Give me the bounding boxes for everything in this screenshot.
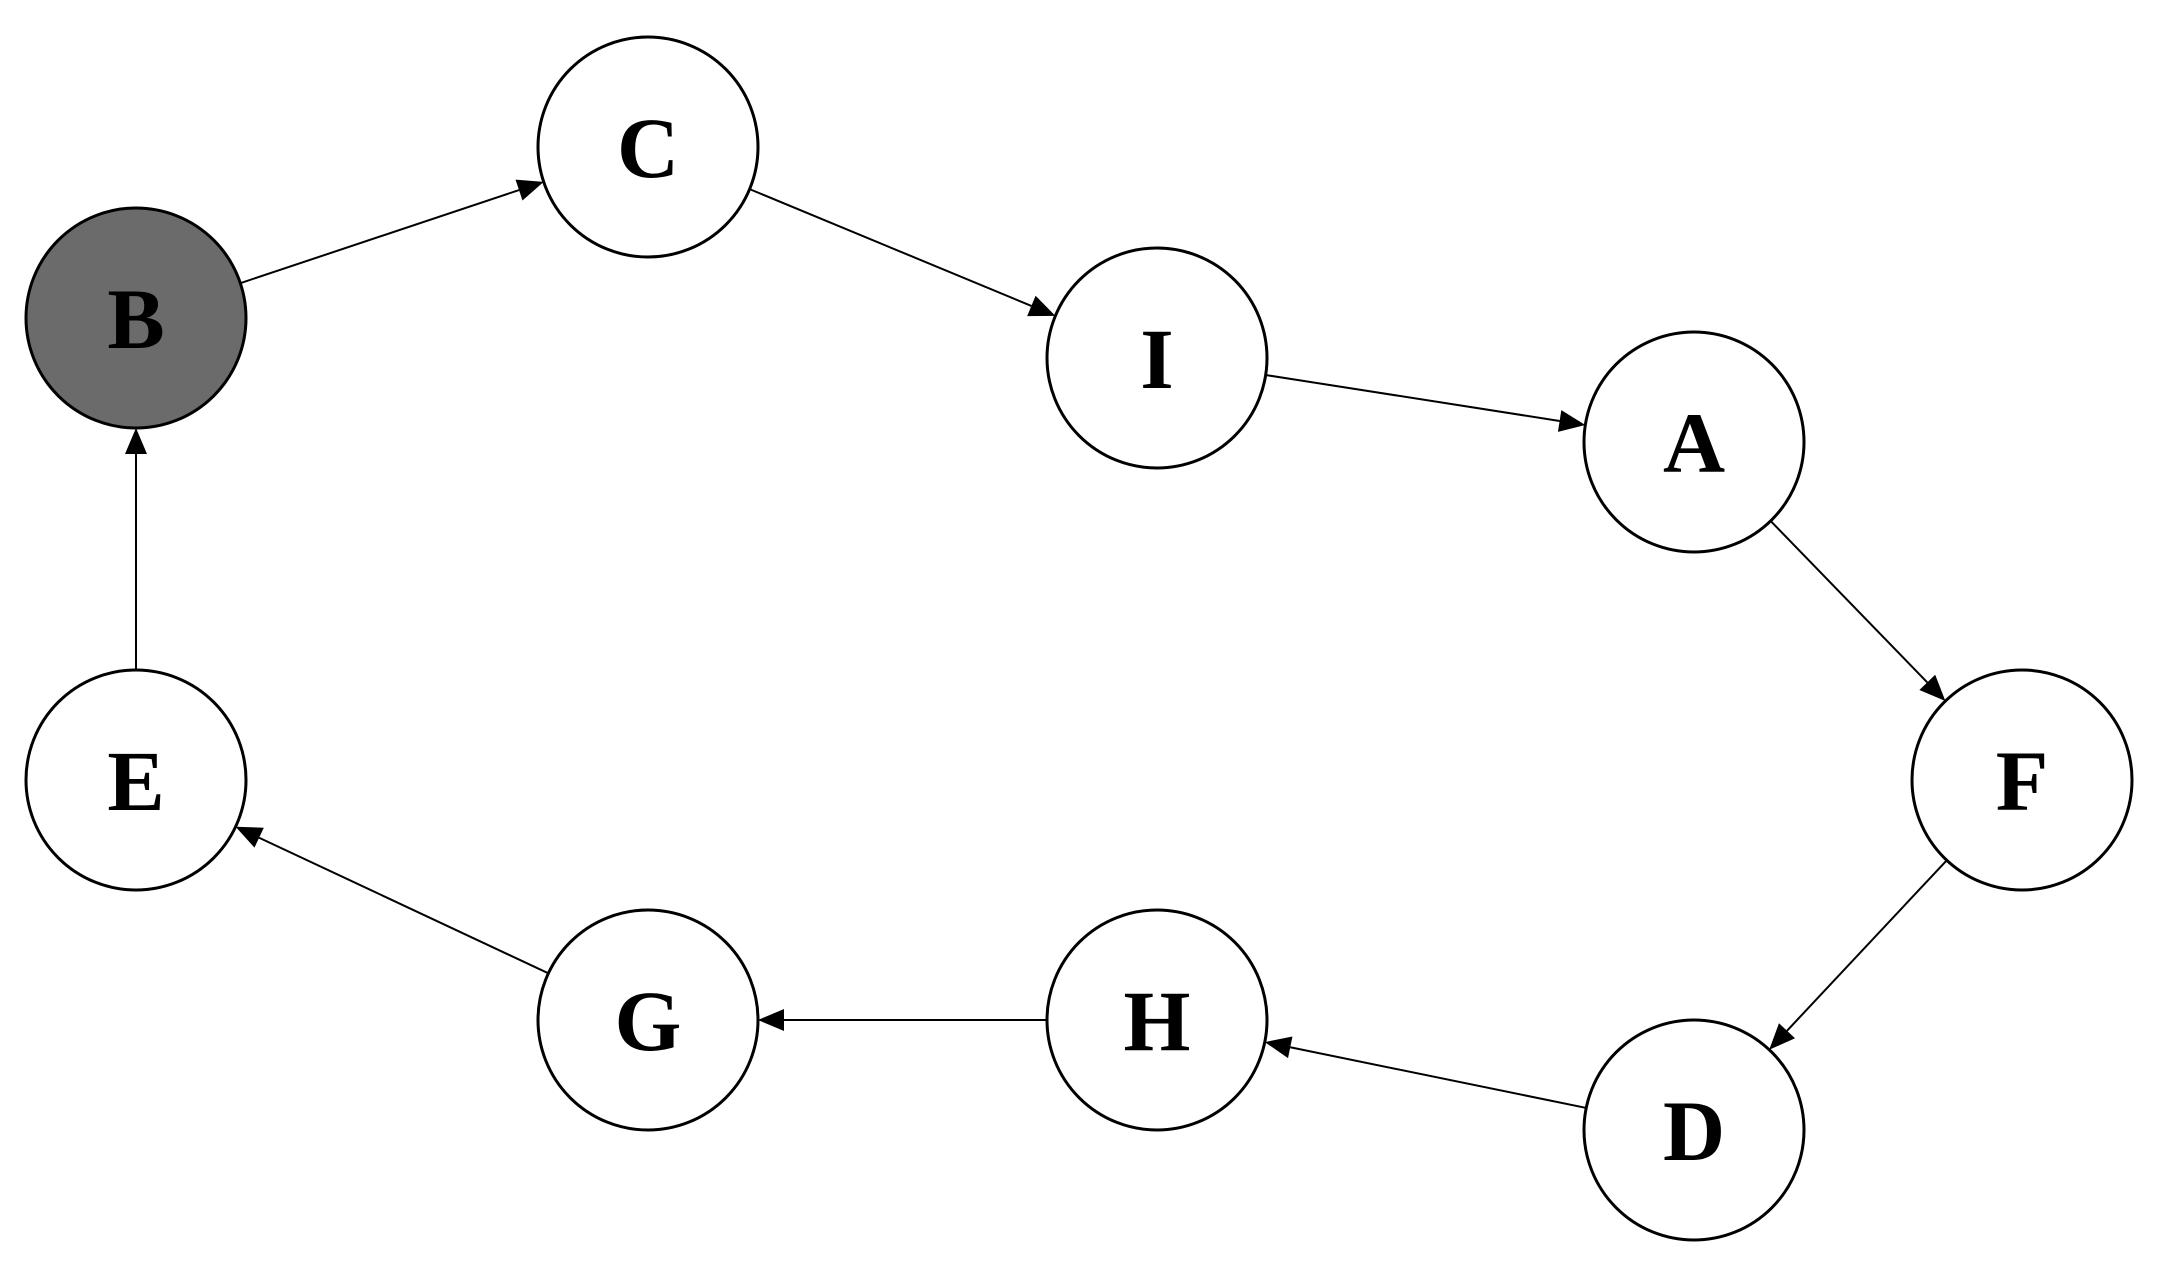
edge-a-to-f — [1769, 520, 1946, 702]
node-label: E — [107, 733, 164, 829]
edge-line — [1265, 374, 1560, 422]
edge-line — [1769, 520, 1929, 684]
node-circle — [536, 908, 760, 1132]
edges-layer — [125, 179, 1948, 1109]
arrowhead — [1769, 1023, 1796, 1050]
node-circle — [1910, 668, 2134, 892]
node-label: I — [1140, 311, 1173, 407]
arrowhead — [1919, 674, 1946, 702]
arrowhead — [1264, 1036, 1293, 1059]
node-e: E — [24, 668, 248, 892]
edge-f-to-d — [1769, 859, 1948, 1050]
node-circle — [1582, 1018, 1806, 1242]
node-d: D — [1582, 1018, 1806, 1242]
node-a: A — [1582, 330, 1806, 554]
arrowhead — [758, 1009, 784, 1031]
arrowhead — [515, 179, 544, 201]
edge-line — [1290, 1046, 1587, 1109]
node-c: C — [536, 35, 760, 259]
edge-line — [1786, 859, 1948, 1032]
node-label: A — [1663, 395, 1725, 491]
node-label: B — [107, 271, 164, 367]
node-label: G — [615, 973, 682, 1069]
edge-line — [749, 188, 1032, 307]
edge-line — [258, 836, 549, 975]
arrowhead — [1027, 295, 1056, 317]
arrowhead — [1557, 410, 1586, 432]
node-circle — [24, 206, 248, 430]
node-g: G — [536, 908, 760, 1132]
edge-e-to-b — [125, 428, 147, 670]
node-circle — [536, 35, 760, 259]
edge-g-to-e — [235, 826, 549, 975]
nodes-layer: B C I A F D H G E — [24, 35, 2134, 1242]
node-label: H — [1124, 973, 1191, 1069]
arrowhead — [125, 428, 147, 454]
node-f: F — [1910, 668, 2134, 892]
edge-line — [240, 189, 520, 285]
edge-d-to-h — [1264, 1036, 1587, 1109]
node-label: F — [1996, 733, 2049, 829]
node-circle — [1045, 908, 1269, 1132]
node-circle — [1045, 246, 1269, 470]
node-i: I — [1045, 246, 1269, 470]
node-label: D — [1663, 1083, 1725, 1179]
edge-c-to-i — [749, 188, 1056, 317]
node-b: B — [24, 206, 248, 430]
node-label: C — [617, 100, 679, 196]
node-h: H — [1045, 908, 1269, 1132]
node-circle — [1582, 330, 1806, 554]
edge-b-to-c — [240, 179, 544, 285]
edge-i-to-a — [1265, 374, 1586, 432]
edge-h-to-g — [758, 1009, 1047, 1031]
node-circle — [24, 668, 248, 892]
arrowhead — [235, 826, 264, 848]
